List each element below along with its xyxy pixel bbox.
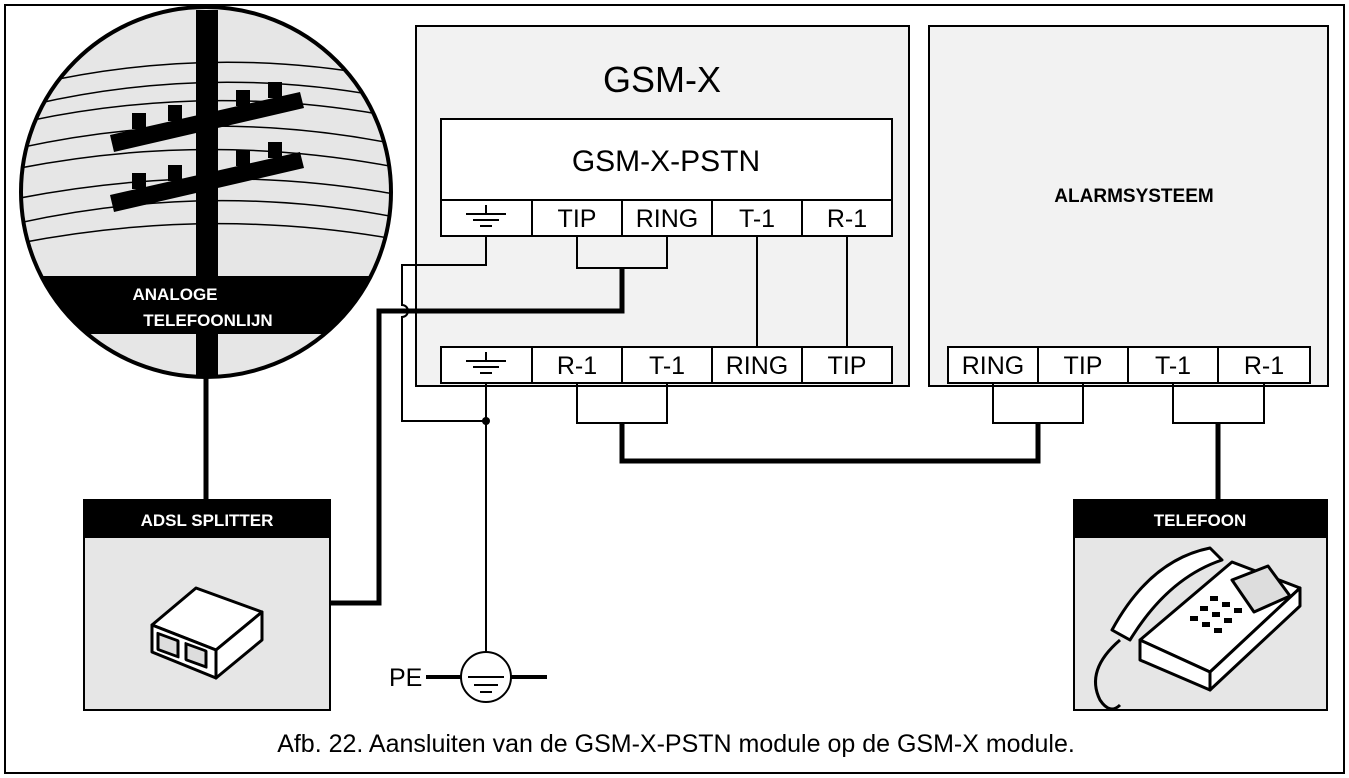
pstn-title: GSM-X-PSTN	[572, 145, 760, 178]
gsmx-terminal: RING	[726, 352, 789, 380]
splitter-label: ADSL SPLITTER	[141, 511, 274, 530]
figure-frame	[4, 4, 1345, 774]
line-label-1: ANALOGE	[133, 285, 218, 304]
gsmx-title: GSM-X	[603, 59, 721, 100]
ground-symbol-icon	[466, 205, 506, 227]
adsl-splitter-icon	[150, 586, 264, 680]
gsmx-terminal-strip: R-1 T-1 RING TIP	[440, 346, 893, 384]
phone-label: TELEFOON	[1154, 511, 1247, 530]
pstn-terminal: T-1	[739, 205, 775, 233]
earth-junction	[482, 417, 490, 425]
gsmx-to-alarm-wire	[619, 423, 1041, 464]
alarm-phone-bridge	[1172, 383, 1265, 424]
pstn-terminal: RING	[636, 205, 699, 233]
earth-label: PE	[389, 664, 422, 692]
alarm-title: ALARMSYSTEEM	[1054, 186, 1213, 207]
pstn-terminal: TIP	[558, 205, 597, 233]
pstn-ground-wire	[401, 236, 487, 422]
pstn-terminal-strip: TIP RING T-1 R-1	[440, 199, 893, 237]
desk-telephone-icon	[1094, 546, 1302, 711]
telephone-pole-icon	[19, 5, 393, 379]
alarm-in-bridge	[992, 383, 1084, 424]
alarm-terminal: T-1	[1155, 352, 1191, 380]
alarm-terminal-strip: RING TIP T-1 R-1	[947, 346, 1311, 384]
gsmx-terminal: T-1	[649, 352, 685, 380]
protective-earth-icon	[426, 651, 547, 703]
line-label-2: TELEFOONLIJN	[143, 311, 272, 330]
pstn-terminal: R-1	[827, 205, 867, 233]
alarm-terminal: RING	[962, 352, 1025, 380]
ground-symbol-icon	[466, 352, 506, 374]
pstn-module	[440, 118, 893, 201]
alarm-terminal: TIP	[1064, 352, 1103, 380]
wiring	[203, 236, 1265, 653]
gsmx-terminal: R-1	[557, 352, 597, 380]
alarm-system-module	[928, 25, 1329, 387]
splitter-to-pstn-wire	[330, 268, 625, 606]
alarm-terminal: R-1	[1244, 352, 1284, 380]
figure-caption: Afb. 22. Aansluiten van de GSM-X-PSTN mo…	[277, 730, 1075, 758]
gsmx-terminal: TIP	[828, 352, 867, 380]
gsmx-out-bridge	[576, 383, 668, 424]
